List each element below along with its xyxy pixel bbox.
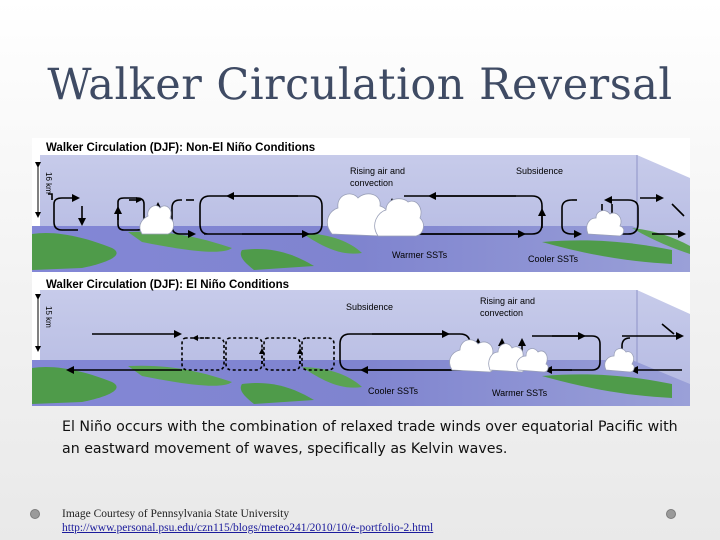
walker-circulation-diagram: 16 km Walker Circulation (DJF): Non-El N… xyxy=(32,138,690,406)
top-rising-label-line2: convection xyxy=(350,178,393,188)
top-warm-sst-label: Warmer SSTs xyxy=(392,250,448,260)
top-panel-title: Walker Circulation (DJF): Non-El Niño Co… xyxy=(46,142,315,154)
bullet-left xyxy=(30,509,40,519)
credit-text: Image Courtesy of Pennsylvania State Uni… xyxy=(62,508,290,520)
top-convection-clouds xyxy=(139,193,625,237)
bottom-rising-label-line1: Rising air and xyxy=(480,296,535,306)
bullet-right xyxy=(666,509,676,519)
credit-link[interactable]: http://www.personal.psu.edu/czn115/blogs… xyxy=(62,522,434,534)
top-panel: 16 km Walker Circulation (DJF): Non-El N… xyxy=(32,142,690,272)
top-land-south-america xyxy=(542,240,672,264)
bottom-ocean xyxy=(32,360,690,406)
top-subsidence-label: Subsidence xyxy=(516,166,563,176)
slide-title: Walker Circulation Reversal xyxy=(47,60,673,110)
top-land-australia xyxy=(240,248,314,270)
top-land-africa xyxy=(32,232,117,270)
top-land-indonesia xyxy=(128,231,232,252)
top-cool-sst-label: Cooler SSTs xyxy=(528,254,579,264)
bottom-convection-clouds xyxy=(449,339,635,373)
credit-block: Image Courtesy of Pennsylvania State Uni… xyxy=(62,507,662,535)
top-rising-label-line1: Rising air and xyxy=(350,166,405,176)
walker-circulation-figure: 16 km Walker Circulation (DJF): Non-El N… xyxy=(32,138,690,406)
bottom-rising-label-line2: convection xyxy=(480,308,523,318)
bottom-height-label: 15 km xyxy=(44,306,53,328)
bottom-subsidence-label: Subsidence xyxy=(346,302,393,312)
bottom-cool-sst-label: Cooler SSTs xyxy=(368,386,419,396)
bottom-panel: 15 km Walker Circulation (DJF): El Niño … xyxy=(32,279,690,406)
top-height-label: 16 km xyxy=(44,172,53,194)
bottom-warm-sst-label: Warmer SSTs xyxy=(492,388,548,398)
bottom-panel-title: Walker Circulation (DJF): El Niño Condit… xyxy=(46,279,289,291)
slide-caption: El Niño occurs with the combination of r… xyxy=(62,419,678,457)
